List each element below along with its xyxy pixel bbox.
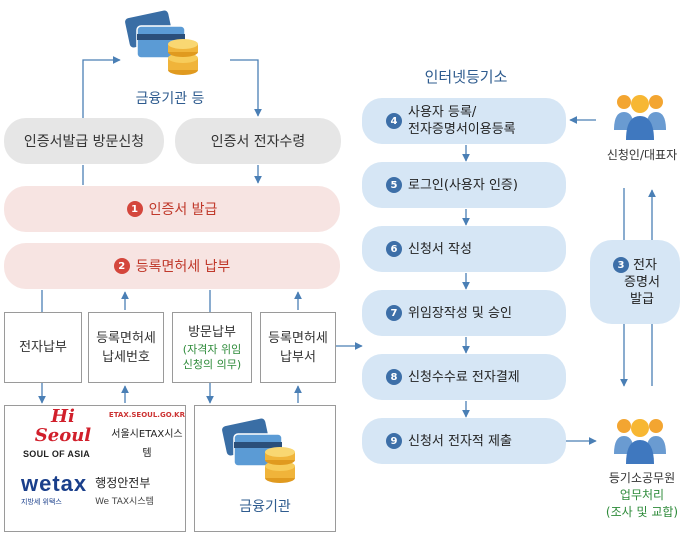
- step-label: 신청서 전자적 제출: [408, 433, 512, 449]
- step-4-user-registration: 4 사용자 등록/ 전자증명서이용등록: [362, 98, 566, 144]
- wetax-logo-text: wetax: [21, 471, 88, 496]
- step-number-badge: 7: [386, 305, 402, 321]
- bank-icon: [222, 418, 295, 483]
- step-label-line1: 사용자 등록/: [408, 105, 477, 120]
- step-number-badge: 8: [386, 369, 402, 385]
- step-number-badge: 2: [113, 258, 130, 274]
- step-number-badge: 5: [386, 177, 402, 193]
- step-label: 신청서 작성: [408, 241, 472, 257]
- visit-request-pill: 인증서발급 방문신청: [4, 118, 164, 164]
- step-5-login: 5 로그인(사용자 인증): [362, 162, 566, 208]
- step-number-badge: 9: [386, 433, 402, 449]
- box-label: 전자납부: [19, 340, 67, 355]
- step-label-line3: 발급: [630, 291, 654, 307]
- step-1-issue-certificate: 1 인증서 발급: [4, 186, 340, 232]
- box-note-line2: 신청의 의무): [182, 358, 242, 371]
- registry-official-line2: 업무처리: [619, 488, 665, 502]
- step-label-line2: 증명서: [624, 274, 660, 290]
- bank-icon: [123, 8, 213, 82]
- registry-official-icon: [610, 414, 670, 466]
- etax-system-text: 서울시ETAX시스템: [111, 429, 183, 459]
- tax-number-box: 등록면허세 납세번호: [88, 312, 164, 383]
- internet-registry-title: 인터넷등기소: [424, 68, 508, 86]
- electronic-receive-pill: 인증서 전자수령: [175, 118, 341, 164]
- applicant-group-icon: [610, 90, 670, 142]
- box-label: 방문납부: [188, 325, 236, 340]
- step-label: 등록면허세 납부: [135, 259, 231, 275]
- step-label-line2: 전자증명서이용등록: [408, 122, 516, 137]
- step-number-badge: 3: [613, 257, 630, 273]
- box-label-line1: 등록면허세: [96, 330, 156, 346]
- registry-official-line1: 등기소공무원: [608, 471, 676, 485]
- registry-official-label: 등기소공무원 업무처리 (조사 및 교합): [586, 470, 698, 521]
- wetax-logo: wetax 지방세 위택스 행정안전부 We TAX시스템: [5, 464, 185, 512]
- step-number-badge: 6: [386, 241, 402, 257]
- step-label: 인증서 발급: [148, 202, 218, 218]
- step-7-power-of-attorney: 7 위임장작성 및 승인: [362, 290, 566, 336]
- mois-text: 행정안전부: [95, 476, 151, 490]
- step-9-electronic-submission: 9 신청서 전자적 제출: [362, 418, 566, 464]
- wetax-sub-text: 지방세 위택스: [21, 498, 62, 506]
- step-label-line1: 전자: [633, 257, 657, 273]
- visit-payment-box: 방문납부 (자격자 위임 신청의 의무): [172, 312, 252, 383]
- step-number-badge: 4: [386, 113, 402, 129]
- payment-receipt-box: 등록면허세 납부서: [260, 312, 336, 383]
- tax-systems-box: Hi Seoul SOUL OF ASIA ETAX.SEOUL.GO.KR 서…: [4, 405, 186, 532]
- step-8-fee-payment: 8 신청수수료 전자결제: [362, 354, 566, 400]
- electronic-payment-box: 전자납부: [4, 312, 82, 383]
- etax-url-text: ETAX.SEOUL.GO.KR: [108, 411, 185, 419]
- bank-label: 금융기관 등: [135, 91, 205, 107]
- step-2-pay-license-tax: 2 등록면허세 납부: [4, 243, 340, 289]
- box-label-line1: 등록면허세: [268, 330, 328, 346]
- seoul-etax-logo: Hi Seoul SOUL OF ASIA ETAX.SEOUL.GO.KR 서…: [5, 406, 185, 464]
- step-label: 위임장작성 및 승인: [408, 305, 512, 321]
- hiseoul-logo-text: Hi Seoul: [34, 406, 92, 446]
- applicant-label: 신청인/대표자: [606, 148, 678, 162]
- step-3-electronic-certificate: 3 전자 증명서 발급: [590, 240, 680, 324]
- step-label: 신청수수료 전자결제: [408, 369, 520, 385]
- soul-of-asia-text: SOUL OF ASIA: [23, 449, 91, 459]
- box-label-line2: 납부서: [280, 349, 316, 365]
- box-label-line2: 납세번호: [102, 349, 150, 365]
- box-note-line1: (자격자 위임: [182, 343, 242, 356]
- bank-box: 금융기관: [194, 405, 336, 532]
- bank-bottom-label: 금융기관: [239, 499, 291, 515]
- step-label: 로그인(사용자 인증): [408, 177, 518, 193]
- step-number-badge: 1: [126, 201, 143, 217]
- wetax-system-text: We TAX시스템: [95, 497, 154, 507]
- registry-official-line3: (조사 및 교합): [605, 505, 679, 519]
- step-6-write-application: 6 신청서 작성: [362, 226, 566, 272]
